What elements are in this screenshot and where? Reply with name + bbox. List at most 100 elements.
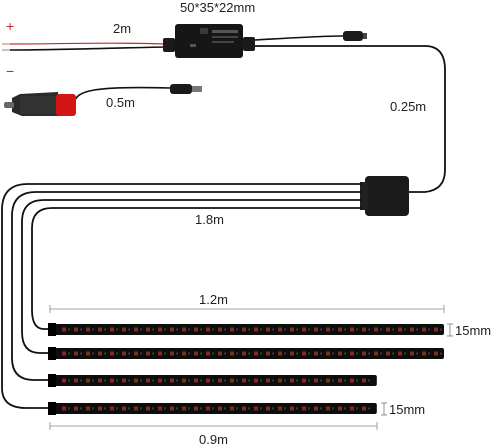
resistor-chip [320, 407, 322, 410]
resistor-chip [68, 328, 70, 331]
resistor-chip [272, 379, 274, 382]
led-chip [362, 406, 366, 411]
resistor-chip [80, 352, 82, 355]
resistor-chip [164, 407, 166, 410]
resistor-chip [116, 352, 118, 355]
resistor-chip [272, 328, 274, 331]
led-chip [98, 378, 102, 383]
controller-to-hub-cable [255, 45, 446, 193]
resistor-chip [260, 407, 262, 410]
led-chip [122, 327, 126, 332]
dimension-long [49, 305, 445, 313]
resistor-chip [440, 352, 442, 355]
resistor-chip [92, 328, 94, 331]
resistor-chip [428, 328, 430, 331]
resistor-chip [80, 407, 82, 410]
resistor-chip [80, 379, 82, 382]
led-chip [74, 351, 78, 356]
resistor-chip [392, 328, 394, 331]
led-chip [410, 351, 414, 356]
resistor-chip [308, 407, 310, 410]
led-chip [122, 406, 126, 411]
resistor-chip [284, 379, 286, 382]
resistor-chip [140, 407, 142, 410]
led-chip [350, 351, 354, 356]
led-chip [110, 327, 114, 332]
resistor-chip [104, 328, 106, 331]
resistor-chip [212, 379, 214, 382]
led-chip [350, 378, 354, 383]
resistor-chip [68, 352, 70, 355]
hub-cables-label: 1.8m [195, 212, 224, 227]
led-chip [134, 327, 138, 332]
resistor-chip [356, 407, 358, 410]
resistor-chip [428, 352, 430, 355]
resistor-chip [416, 328, 418, 331]
resistor-chip [248, 379, 250, 382]
width-marker-top [447, 323, 453, 337]
resistor-chip [320, 328, 322, 331]
width-marker-bottom [381, 402, 387, 416]
resistor-chip [248, 352, 250, 355]
resistor-chip [296, 328, 298, 331]
resistor-chip [152, 352, 154, 355]
resistor-chip [68, 407, 70, 410]
resistor-chip [116, 379, 118, 382]
led-chip [302, 327, 306, 332]
led-chip [86, 327, 90, 332]
resistor-chip [404, 328, 406, 331]
led-chip [278, 378, 282, 383]
long-strip-label: 1.2m [199, 292, 228, 307]
led-chip [230, 378, 234, 383]
led-chip [62, 327, 66, 332]
resistor-chip [284, 328, 286, 331]
led-chip [206, 378, 210, 383]
resistor-chip [368, 379, 370, 382]
resistor-chip [392, 352, 394, 355]
led-chip [278, 351, 282, 356]
led-chip [74, 378, 78, 383]
led-chip [314, 327, 318, 332]
plus-sign: + [6, 18, 14, 34]
resistor-chip [344, 379, 346, 382]
led-chip [146, 327, 150, 332]
resistor-chip [128, 328, 130, 331]
led-chip [62, 351, 66, 356]
plug-cable-label: 0.5m [106, 95, 135, 110]
led-chip [374, 327, 378, 332]
led-chip [86, 378, 90, 383]
cigarette-plug [4, 84, 202, 116]
resistor-chip [104, 352, 106, 355]
resistor-chip [284, 407, 286, 410]
led-chip [230, 406, 234, 411]
resistor-chip [416, 352, 418, 355]
strip-3-cap [48, 374, 56, 387]
resistor-chip [176, 379, 178, 382]
led-chip [326, 378, 330, 383]
resistor-chip [140, 328, 142, 331]
led-chip [350, 406, 354, 411]
led-chip [326, 406, 330, 411]
resistor-chip [236, 352, 238, 355]
small-connector [254, 31, 367, 41]
resistor-chip [284, 352, 286, 355]
led-chip [278, 327, 282, 332]
led-chip [194, 327, 198, 332]
resistor-chip [344, 352, 346, 355]
resistor-chip [128, 352, 130, 355]
strip-2 [50, 348, 444, 359]
led-chip [134, 406, 138, 411]
led-chip [146, 378, 150, 383]
resistor-chip [140, 352, 142, 355]
led-chip [86, 406, 90, 411]
led-chip [422, 327, 426, 332]
resistor-chip [200, 328, 202, 331]
resistor-chip [200, 407, 202, 410]
power-leads [2, 42, 166, 51]
led-chip [338, 378, 342, 383]
resistor-chip [272, 407, 274, 410]
resistor-chip [80, 328, 82, 331]
resistor-chip [236, 379, 238, 382]
led-chip [326, 327, 330, 332]
led-chip [254, 351, 258, 356]
